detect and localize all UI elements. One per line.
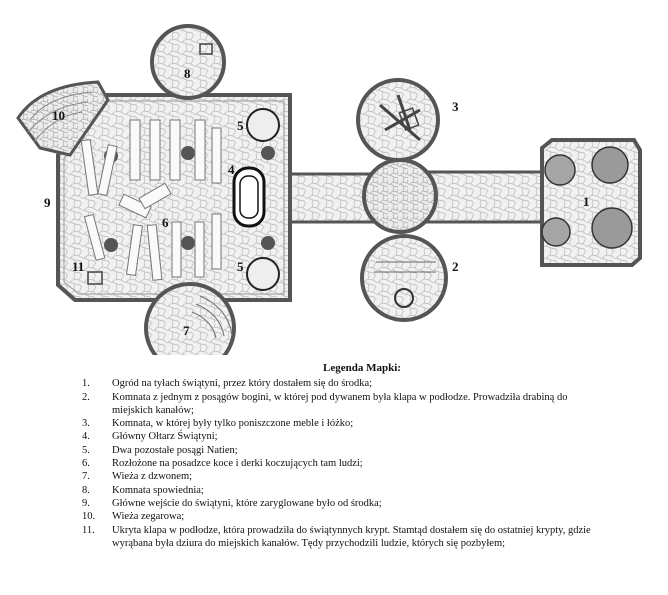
- label-room-6: 6: [162, 215, 169, 230]
- temple-map: [16, 24, 642, 355]
- legend-item: 3.Komnata, w której były tylko poniszczo…: [82, 418, 354, 430]
- label-room-11: 11: [72, 259, 85, 274]
- hidden-hatch: [87, 271, 103, 285]
- clock-tower: [16, 80, 110, 157]
- label-room-1: 1: [583, 194, 590, 209]
- blankets-benches: [80, 119, 222, 281]
- room-2: [360, 234, 448, 322]
- label-room-2: 2: [452, 259, 459, 274]
- legend-item: 1.Ogród na tyłach świątyni, przez który …: [82, 378, 373, 390]
- bell-tower: [144, 282, 236, 355]
- label-room-4: 4: [228, 162, 235, 177]
- label-room-7: 7: [183, 323, 190, 338]
- label-room-5b: 5: [237, 259, 244, 274]
- label-room-3: 3: [452, 99, 459, 114]
- legend-item: 11.Ukryta klapa w podłodze, która prowad…: [82, 524, 591, 549]
- legend-item: 9.Główne wejście do świątyni, które zary…: [82, 497, 382, 509]
- legend-item: 7.Wieża z dzwonem;: [82, 471, 193, 483]
- legend-item: 10.Wieża zegarowa;: [82, 511, 185, 523]
- room-3: [356, 78, 440, 162]
- legend-item: 2.Komnata z jednym z posągów bogini, w k…: [82, 391, 568, 416]
- map-legend: Legenda Mapki: 1.Ogród na tyłach świątyn…: [82, 362, 602, 550]
- central-hub: [362, 158, 438, 234]
- pillars: [104, 146, 275, 252]
- legend-title: Legenda Mapki:: [323, 362, 401, 374]
- statues: [246, 108, 280, 291]
- garden: [540, 138, 642, 267]
- corridor-east: [280, 170, 544, 224]
- altar: [232, 166, 266, 228]
- label-room-9: 9: [44, 195, 51, 210]
- legend-item: 6.Rozłożone na posadzce koce i derki koc…: [82, 458, 363, 470]
- label-room-8: 8: [184, 66, 191, 81]
- legend-item: 8.Komnata spowiednia;: [82, 484, 204, 496]
- label-room-10: 10: [52, 108, 65, 123]
- label-room-5a: 5: [237, 118, 244, 133]
- legend-item: 4.Główny Ołtarz Świątyni;: [82, 431, 218, 443]
- confession-room: [150, 24, 226, 100]
- legend-list: 1.Ogród na tyłach świątyni, przez który …: [82, 377, 602, 550]
- legend-item: 5.Dwa pozostałe posągi Natien;: [82, 444, 238, 456]
